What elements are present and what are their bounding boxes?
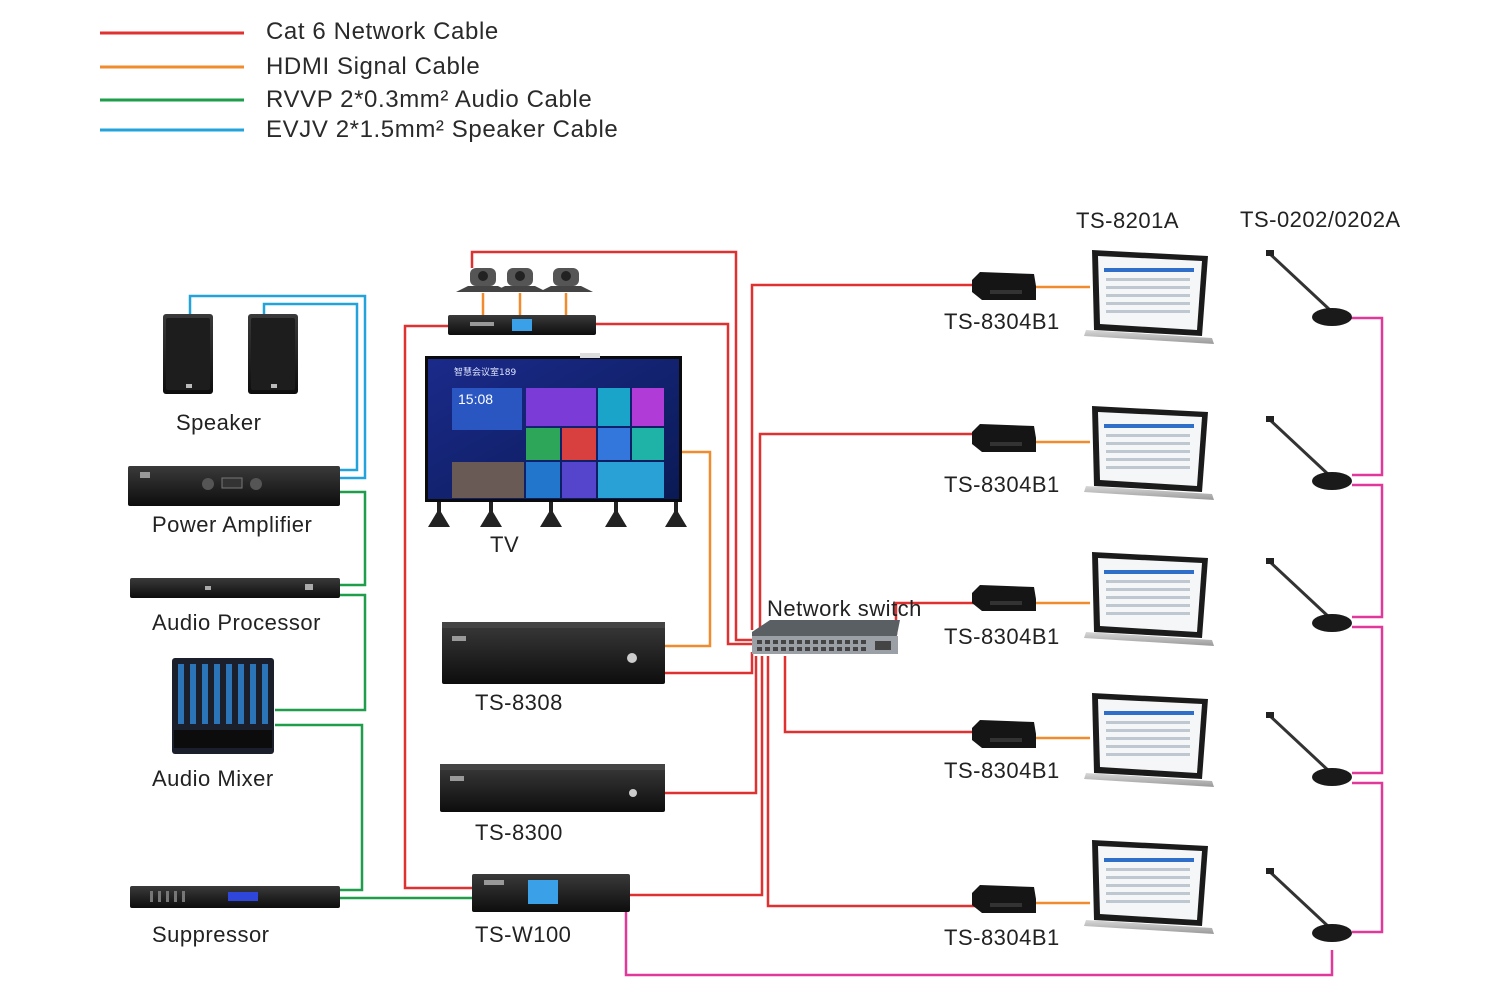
ts8304b1-label: TS-8304B1 [944, 624, 1060, 649]
legend-label-cat6: Cat 6 Network Cable [266, 18, 499, 45]
network-cable [750, 283, 975, 630]
mic-link-cable [1352, 625, 1384, 775]
ts8304b1-label: TS-8304B1 [944, 758, 1060, 783]
audio-mixer-label: Audio Mixer [152, 766, 274, 791]
speaker-device [248, 314, 298, 394]
network-cable [758, 432, 975, 630]
audio-processor-device [130, 578, 340, 598]
microphone-icon [1266, 868, 1352, 942]
microphone-icon [1266, 558, 1352, 632]
microphone-icon [1266, 250, 1352, 326]
audio-processor-label: Audio Processor [152, 610, 321, 635]
network-cable [665, 652, 754, 675]
legend-label-rvvp: RVVP 2*0.3mm² Audio Cable [266, 86, 593, 113]
ts8201a-terminals [1084, 250, 1214, 934]
power-amplifier-label: Power Amplifier [152, 512, 313, 537]
ts8300-device [440, 764, 665, 812]
terminal-screen [1084, 250, 1214, 344]
cables [188, 250, 1384, 977]
cameras [456, 268, 593, 292]
terminal-screen [1084, 840, 1214, 934]
mic-link-cable [624, 912, 1334, 977]
ts8304b1-label: TS-8304B1 [944, 472, 1060, 497]
audio-cable [275, 593, 367, 712]
network-cable [665, 656, 758, 795]
audio-cable [340, 490, 367, 587]
mic-link-cable [1348, 316, 1384, 477]
terminal-screen [1084, 406, 1214, 500]
legend-label-evjv: EVJV 2*1.5mm² Speaker Cable [266, 116, 619, 143]
suppressor-label: Suppressor [152, 922, 270, 947]
tv-device [425, 353, 687, 527]
ts8304b1-label: TS-8304B1 [944, 925, 1060, 950]
speakers [163, 314, 298, 394]
ts8308-label: TS-8308 [475, 690, 563, 715]
suppressor-device [130, 886, 340, 908]
ts8304b1-label: TS-8304B1 [944, 309, 1060, 334]
camera-icon [456, 268, 510, 292]
tsw100-device [472, 874, 630, 912]
tv-screen-clock: 15:08 [458, 391, 494, 407]
mic-link-cable [1352, 483, 1384, 619]
ts8308-device [442, 622, 665, 684]
network-cable [403, 324, 472, 890]
terminal-screen [1084, 693, 1214, 787]
speaker-cable [262, 302, 359, 472]
speaker-label: Speaker [176, 410, 262, 435]
power-amplifier-device [128, 466, 340, 506]
camera-icon [539, 268, 593, 292]
microphone-icon [1266, 712, 1352, 786]
network-cable [783, 656, 975, 734]
ts8201a-label: TS-8201A [1076, 208, 1180, 233]
legend [100, 31, 244, 132]
audio-mixer-device [172, 658, 274, 754]
camera-controller-device [448, 315, 596, 335]
speaker-device [163, 314, 213, 394]
legend-label-hdmi: HDMI Signal Cable [266, 53, 481, 80]
ts8304b1-box [972, 885, 1036, 913]
speaker-cable [188, 294, 367, 480]
hdmi-cable [665, 450, 712, 648]
network-cable [470, 250, 752, 642]
mic-link-cable [1352, 781, 1384, 934]
ts8304b1-units [972, 272, 1036, 913]
network-switch-device [752, 620, 900, 654]
ts8300-label: TS-8300 [475, 820, 563, 845]
ts0202-label: TS-0202/0202A [1240, 207, 1401, 232]
ts8304b1-box [972, 424, 1036, 452]
network-cable [766, 656, 975, 908]
network-switch-label: Network switch [767, 596, 922, 621]
tv-label: TV [490, 532, 520, 557]
ts8304b1-box [972, 585, 1036, 611]
terminal-screen [1084, 552, 1214, 646]
tv-screen-title: 智慧会议室189 [454, 368, 517, 378]
microphone-icon [1266, 416, 1352, 490]
ts8304b1-box [972, 720, 1036, 748]
camera-icon [493, 268, 547, 292]
audio-cable [275, 723, 364, 892]
network-cable [596, 322, 752, 646]
microphones [1266, 250, 1352, 942]
tsw100-label: TS-W100 [475, 922, 572, 947]
network-cable [630, 656, 764, 897]
ts8304b1-box [972, 272, 1036, 300]
